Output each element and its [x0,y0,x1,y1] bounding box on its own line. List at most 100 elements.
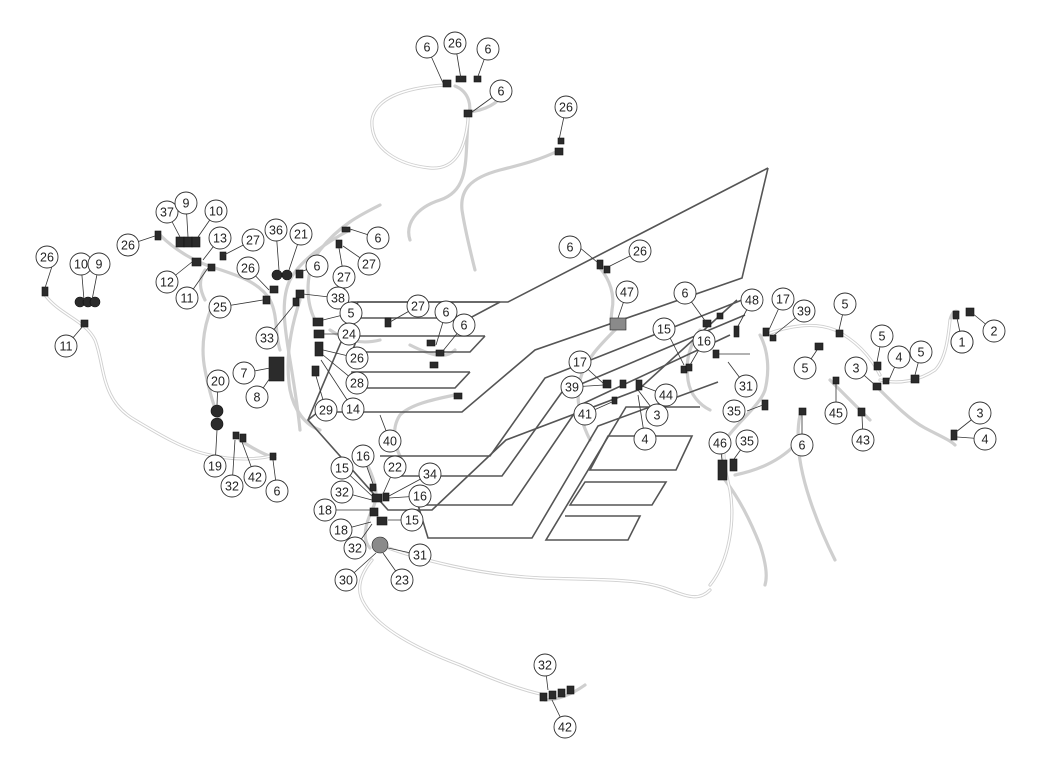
callout-34: 34 [418,462,442,486]
callout-label: 39 [797,305,811,319]
callout-label: 26 [448,37,462,51]
callout-label: 3 [977,407,984,421]
callout-circle [734,374,758,398]
callout-label: 6 [424,41,431,55]
callout-17: 17 [568,350,592,374]
callout-label: 35 [727,405,741,419]
callout-label: 35 [740,435,754,449]
callout-circle [833,292,857,316]
callout-label: 37 [160,206,174,220]
callout-circle [206,369,230,393]
callout-label: 8 [254,391,261,405]
callout-16: 16 [692,329,716,353]
callout-label: 15 [657,323,671,337]
callout-24: 24 [337,322,361,346]
callout-circle [345,371,369,395]
callout-label: 32 [225,480,239,494]
callout-44: 44 [654,383,678,407]
callout-31: 31 [734,374,758,398]
callout-label: 26 [241,262,255,276]
callout-circle [692,329,716,353]
callout-42: 42 [553,715,577,739]
callout-circle [175,286,199,310]
callout-circle [408,484,432,508]
callout-26: 26 [628,239,652,263]
callout-6: 6 [434,300,458,324]
callout-26: 26 [116,233,140,257]
callout-label: 6 [314,260,321,274]
callout-39: 39 [792,299,816,323]
callout-6: 6 [558,235,582,259]
callout-circle [330,456,354,480]
callout-label: 27 [411,300,425,314]
callout-26: 26 [345,346,369,370]
callout-6: 6 [366,226,390,250]
callout-label: 41 [578,408,592,422]
callout-label: 17 [776,293,790,307]
callout-45: 45 [824,401,848,425]
callout-26: 26 [35,245,59,269]
callout-16: 16 [408,484,432,508]
callout-circle [489,79,513,103]
callout-label: 6 [443,306,450,320]
callout-16: 16 [351,444,375,468]
callout-label: 26 [121,239,135,253]
callout-5: 5 [833,292,857,316]
callout-circle [334,568,358,592]
callout-17: 17 [771,287,795,311]
callout-13: 13 [208,226,232,250]
callout-label: 5 [879,330,886,344]
callout-label: 32 [335,486,349,500]
callout-label: 36 [269,224,283,238]
callout-47: 47 [615,280,639,304]
connector-parts [41,75,975,702]
callout-6: 6 [265,479,289,503]
callout-circle [615,280,639,304]
callout-label: 27 [246,234,260,248]
callout-circle [887,345,911,369]
callout-circle [313,498,337,522]
callout-label: 32 [348,542,362,556]
callout-20: 20 [206,369,230,393]
callout-label: 3 [654,409,661,423]
callout-circle [208,226,232,250]
callout-35: 35 [735,429,759,453]
callout-label: 26 [559,101,573,115]
callout-40: 40 [378,429,402,453]
callout-8: 8 [245,385,269,409]
callout-circle [330,480,354,504]
callout-29: 29 [314,398,338,422]
callout-label: 24 [342,328,356,342]
callout-circle [204,199,228,223]
callout-circle [633,427,657,451]
callout-42: 42 [243,465,267,489]
callout-27: 27 [241,228,265,252]
callout-label: 6 [567,241,574,255]
callout-30: 30 [334,568,358,592]
callout-36: 36 [264,218,288,242]
callout-circle [337,322,361,346]
cab-frame-outline [306,167,769,541]
callout-circle [771,287,795,311]
callout-circle [652,317,676,341]
callout-circle [314,398,338,422]
callout-circle [232,361,256,385]
callout-circle [208,295,232,319]
callout-label: 46 [713,437,727,451]
callout-label: 42 [248,471,262,485]
callout-circle [415,35,439,59]
callout-circle [418,462,442,486]
callout-10: 10 [69,252,93,276]
callout-32: 32 [330,480,354,504]
callout-label: 4 [896,351,903,365]
callout-circle [236,256,260,280]
callout-circle [345,346,369,370]
callout-circle [568,350,592,374]
callout-circle [844,356,868,380]
callout-circle [824,401,848,425]
callout-label: 22 [388,461,402,475]
callout-27: 27 [406,294,430,318]
callout-6: 6 [489,79,513,103]
callout-circle [174,191,198,215]
callout-43: 43 [851,428,875,452]
